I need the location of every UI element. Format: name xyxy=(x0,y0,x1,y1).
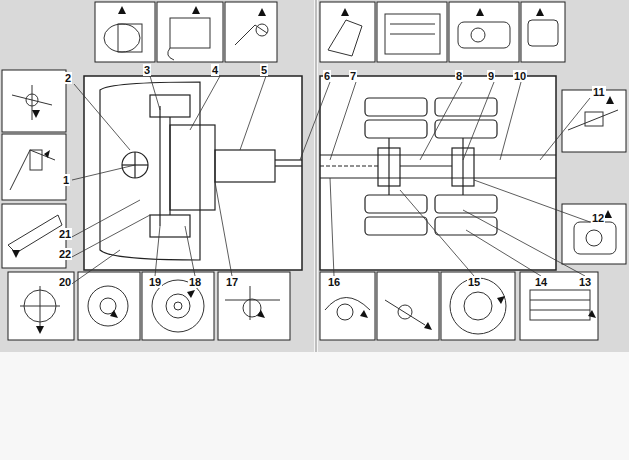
callout-number: 22 xyxy=(58,248,72,260)
callout-number: 14 xyxy=(534,276,548,288)
callout-number: 19 xyxy=(148,276,162,288)
callout-number: 3 xyxy=(143,64,151,76)
callout-number: 13 xyxy=(578,276,592,288)
callout-number: 15 xyxy=(467,276,481,288)
callout-number: 18 xyxy=(188,276,202,288)
callout-number: 10 xyxy=(513,70,527,82)
callout-number: 1 xyxy=(62,174,70,186)
callout-number: 7 xyxy=(349,70,357,82)
callout-number: 2 xyxy=(64,72,72,84)
callout-number: 5 xyxy=(260,64,268,76)
callout-number: 17 xyxy=(225,276,239,288)
callout-number: 12 xyxy=(591,212,605,224)
callout-number: 9 xyxy=(487,70,495,82)
callout-number: 11 xyxy=(592,86,606,98)
callout-number: 8 xyxy=(455,70,463,82)
callout-number: 21 xyxy=(58,228,72,240)
callout-number: 20 xyxy=(58,276,72,288)
callout-number: 6 xyxy=(323,70,331,82)
callout-number: 4 xyxy=(211,64,219,76)
callout-number: 16 xyxy=(327,276,341,288)
